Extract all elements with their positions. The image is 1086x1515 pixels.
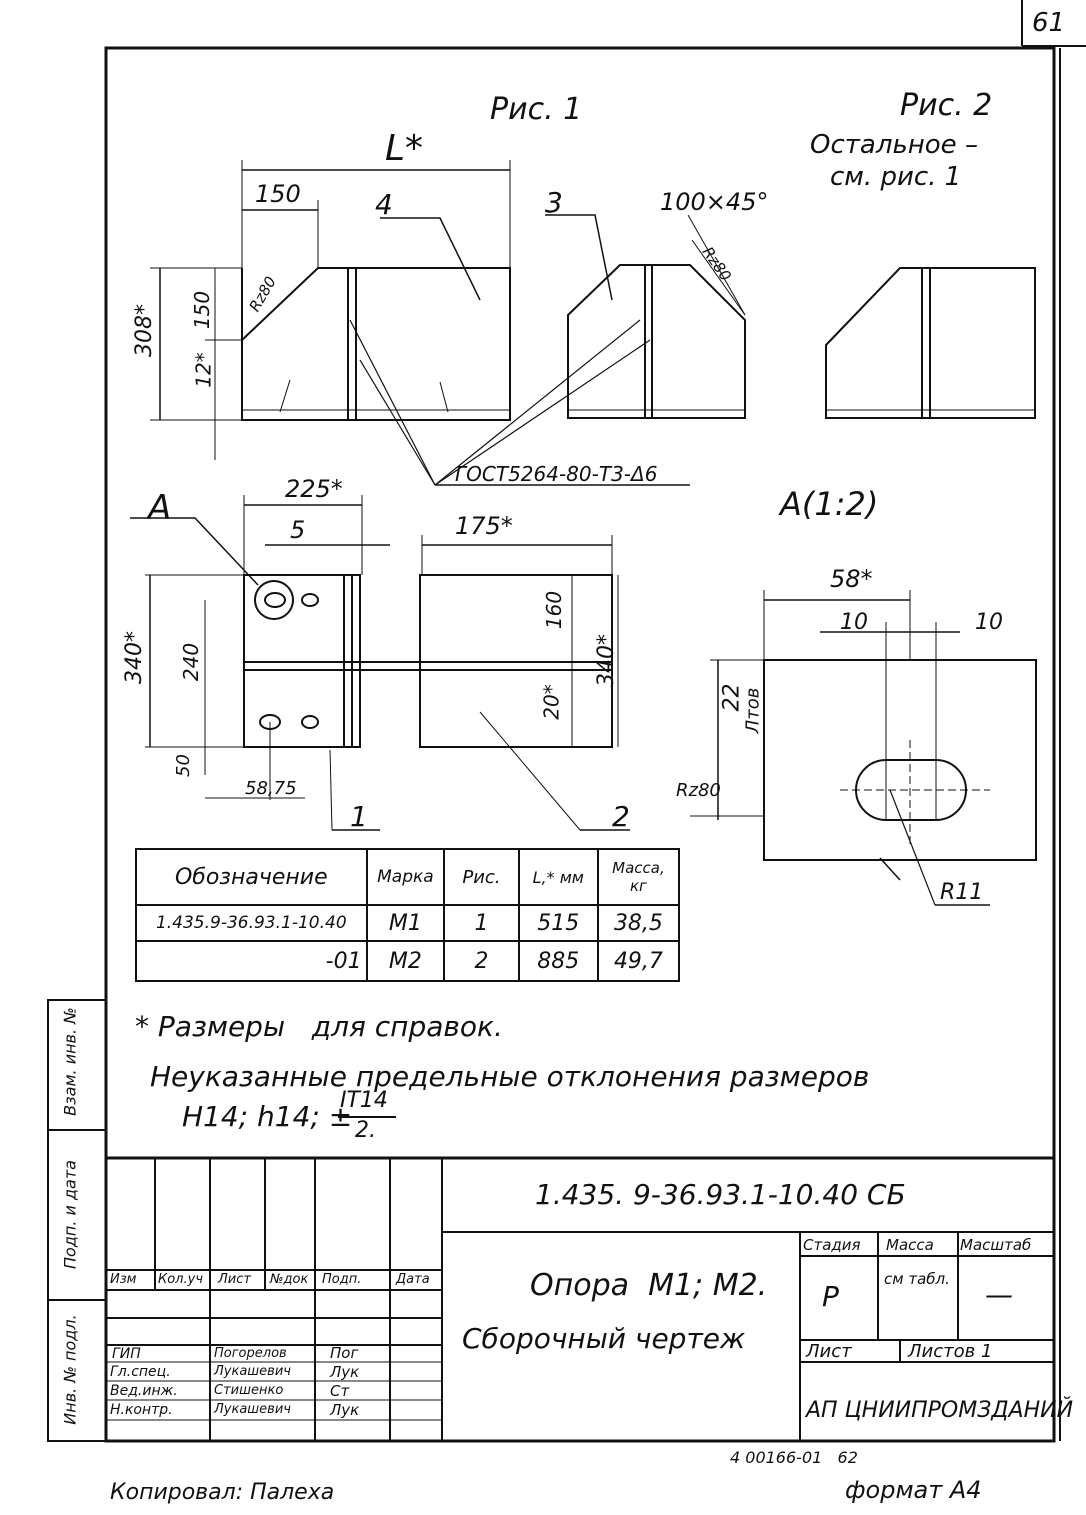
part-number-4: 4 [375, 188, 393, 221]
spec-header-length: L,* мм [517, 848, 599, 906]
stamp-replace-inv: Взам. инв. № [60, 1007, 80, 1116]
part-number-1: 1 [350, 800, 368, 833]
name-gip: Погорелов [214, 1346, 287, 1361]
note-tolerance-values: Н14; h14; ± [182, 1100, 353, 1133]
tb-col-izm: Изм [110, 1272, 137, 1287]
spec-table: Обозначение Марка Рис. L,* мм Масса, кг … [135, 848, 681, 982]
part-number-2: 2 [612, 800, 630, 833]
dim-20: 20* [539, 684, 564, 720]
table-row: 1.435.9-36.93.1-10.40 М1 1 515 38,5 [135, 904, 681, 942]
spec-cell: 885 [517, 940, 599, 982]
part-number-3: 3 [545, 186, 563, 219]
spec-cell: 2 [443, 940, 520, 982]
radius-r11: R11 [940, 880, 984, 905]
role-lead-eng: Вед.инж. [110, 1383, 178, 1399]
note-fraction-bottom: 2. [355, 1118, 376, 1143]
fig1-label: Рис. 1 [490, 92, 583, 127]
stage-header: Стадия [803, 1236, 861, 1254]
spec-cell: М1 [365, 904, 446, 942]
mass-header: Масса [886, 1236, 934, 1254]
dim-10-b: 10 [975, 610, 1003, 635]
tb-col-ndoc: №док [270, 1272, 309, 1287]
tb-col-koluch: Кол.уч [158, 1272, 203, 1287]
dim-150-vert: 150 [190, 290, 215, 330]
dim-150: 150 [255, 180, 301, 208]
dim-160: 160 [542, 590, 567, 630]
sign-norm-control: Лук [330, 1401, 360, 1419]
spec-cell: -01 [135, 940, 368, 982]
dim-58-75: 58,75 [245, 778, 297, 799]
title-line1: Опора М1; М2. [530, 1268, 768, 1303]
spec-cell: М2 [365, 940, 446, 982]
table-row: -01 М2 2 885 49,7 [135, 940, 681, 982]
name-norm-control: Лукашевич [214, 1402, 291, 1417]
sheet-format: формат А4 [845, 1476, 982, 1504]
tb-col-date: Дата [396, 1272, 430, 1287]
tb-col-list: Лист [218, 1272, 251, 1287]
note-reference-dims: * Размеры для справок. [135, 1010, 503, 1043]
dim-308: 308* [132, 304, 157, 357]
role-chief-spec: Гл.спец. [110, 1364, 171, 1380]
dim-5: 5 [290, 516, 306, 544]
sign-chief-spec: Лук [330, 1363, 360, 1381]
order-code: 4 00166-01 62 [730, 1448, 858, 1467]
spec-header-mark: Марка [365, 848, 446, 906]
sheet-label: Лист [806, 1341, 852, 1362]
stamp-inv-original: Инв. № подл. [60, 1314, 80, 1425]
scale-value: — [985, 1278, 1013, 1311]
roughness-rz80-side: Rz80 [676, 780, 721, 801]
dim-10-a: 10 [840, 610, 868, 635]
dim-L: L* [385, 128, 424, 169]
doc-code: 1.435. 9-36.93.1-10.40 СБ [535, 1178, 906, 1211]
spec-header-fig: Рис. [443, 848, 520, 906]
organization: АП ЦНИИПРОМЗДАНИЙ [806, 1398, 1074, 1423]
copied-by: Копировал: Палеха [110, 1480, 335, 1505]
role-norm-control: Н.контр. [110, 1402, 173, 1418]
spec-cell: 1 [443, 904, 520, 942]
dim-22-sub: Лтов [742, 687, 764, 734]
dim-240: 240 [179, 642, 204, 682]
name-lead-eng: Стишенко [214, 1383, 284, 1398]
spec-cell: 38,5 [596, 904, 681, 942]
dim-58: 58* [830, 565, 873, 593]
dim-50: 50 [172, 754, 194, 777]
dim-chamfer: 100×45° [660, 188, 769, 216]
sheet-number: 61 [1032, 8, 1066, 38]
sign-gip: Пог [330, 1344, 359, 1362]
scale-header: Масштаб [960, 1236, 1032, 1254]
spec-cell: 49,7 [596, 940, 681, 982]
callout-a: A [148, 488, 172, 528]
dim-340-right: 340* [594, 634, 619, 687]
sheets-label: Листов 1 [908, 1341, 993, 1362]
dim-225: 225* [285, 475, 343, 503]
spec-header-row: Обозначение Марка Рис. L,* мм Масса, кг [135, 848, 681, 906]
view-a-label: A(1:2) [780, 485, 879, 523]
note-tolerances: Неуказанные предельные отклонения размер… [150, 1060, 870, 1093]
dim-22: 22 [719, 683, 745, 712]
stamp-sign-date: Подп. и дата [60, 1160, 80, 1269]
fig2-label: Рис. 2 [900, 88, 993, 123]
spec-header-mass: Масса, кг [596, 848, 681, 906]
dim-175: 175* [455, 512, 513, 540]
title-line2: Сборочный чертеж [462, 1322, 746, 1355]
weld-spec: ГОСТ5264-80-Т3-Δ6 [455, 462, 658, 486]
note-fraction-top: IT14 [340, 1088, 388, 1113]
fig2-note-line2: см. рис. 1 [830, 162, 962, 192]
tb-col-sign: Подп. [322, 1272, 362, 1287]
mass-value: см табл. [884, 1270, 950, 1288]
name-chief-spec: Лукашевич [214, 1364, 291, 1379]
fraction-bar [338, 1116, 396, 1118]
fig2-note-line1: Остальное – [810, 130, 978, 160]
dim-12: 12* [191, 352, 216, 388]
spec-cell: 1.435.9-36.93.1-10.40 [135, 904, 368, 942]
spec-header-designation: Обозначение [135, 848, 368, 906]
role-gip: ГИП [112, 1346, 141, 1362]
stage-value: Р [822, 1280, 839, 1313]
sign-lead-eng: Ст [330, 1382, 350, 1400]
dim-340-left: 340* [122, 631, 147, 684]
spec-cell: 515 [517, 904, 599, 942]
